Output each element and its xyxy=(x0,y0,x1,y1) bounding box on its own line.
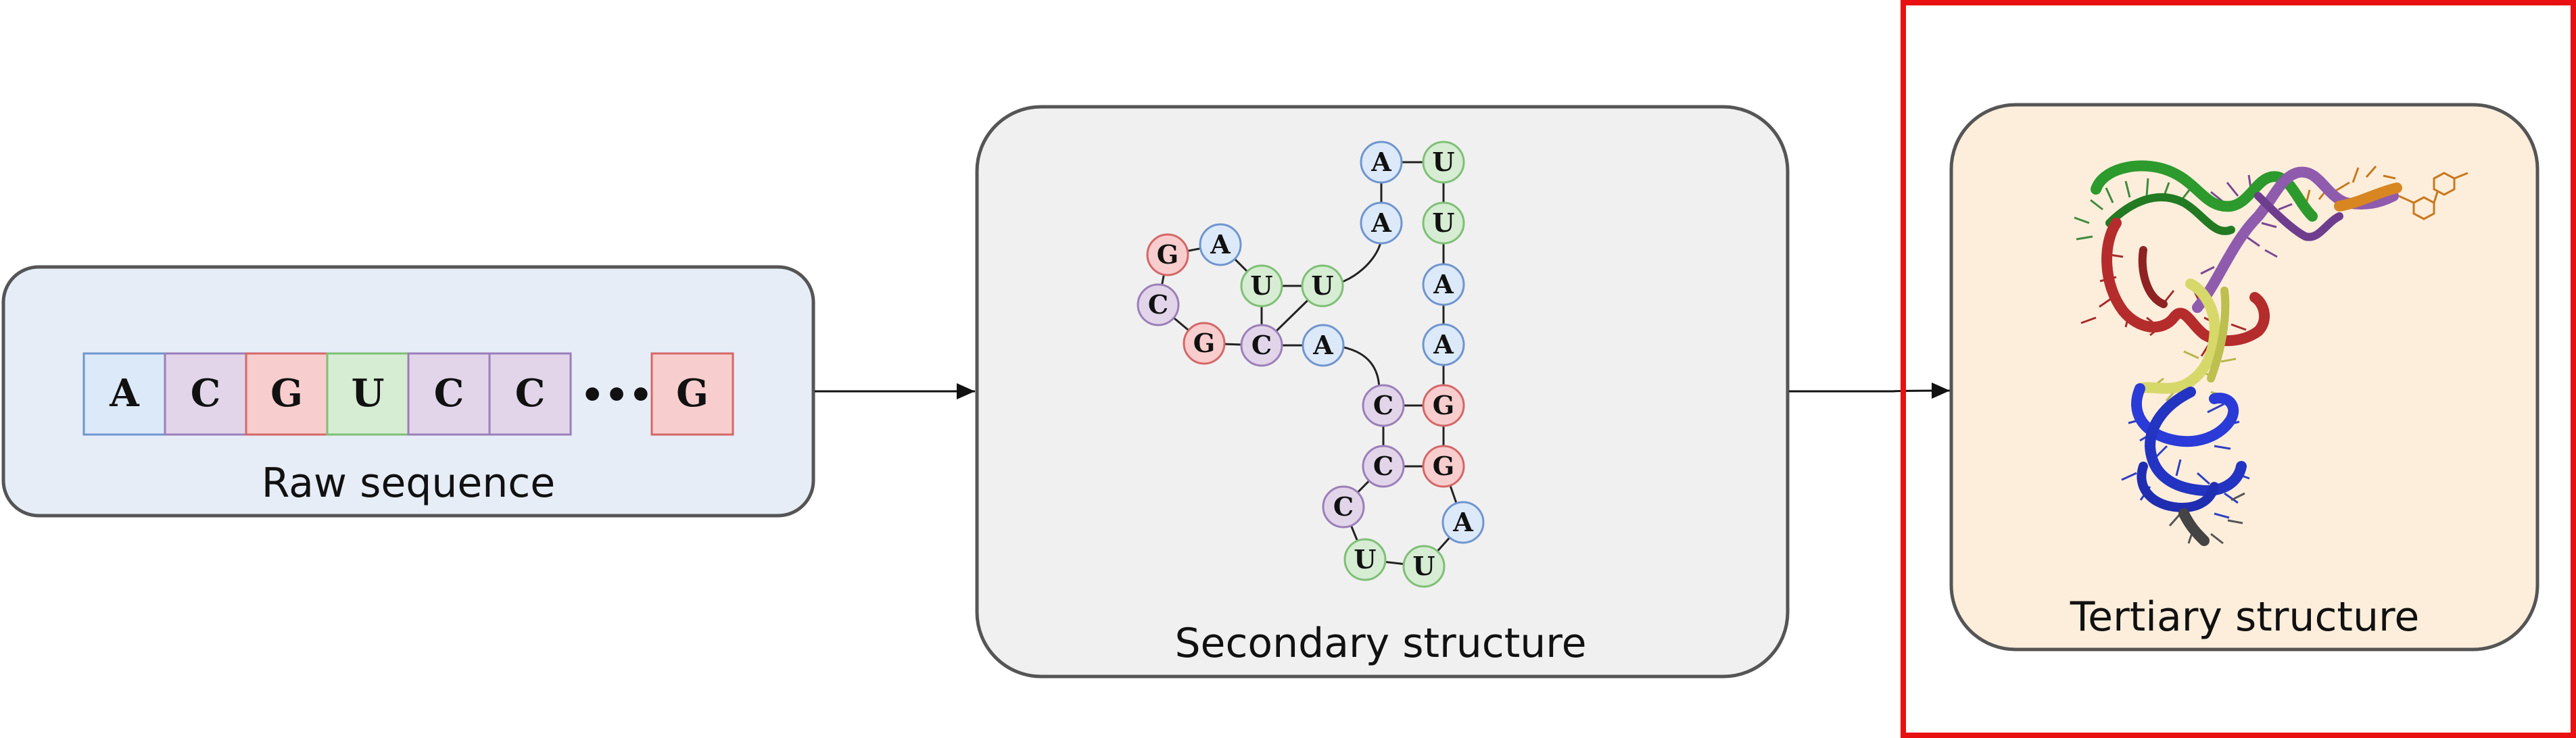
nucleotide-label: U xyxy=(1432,207,1454,238)
raw-base-label: C xyxy=(434,371,464,416)
highlight-frame xyxy=(1901,0,2576,738)
nucleotide-label: C xyxy=(1148,289,1168,320)
nucleotide-node xyxy=(1240,324,1283,367)
raw-base-cell xyxy=(488,352,572,436)
nucleotide-node xyxy=(1402,545,1446,588)
raw-base-label: C xyxy=(191,371,221,416)
raw-sequence-panel: A C G U C C ••• G Raw sequence xyxy=(1,265,815,518)
nucleotide-node xyxy=(1422,445,1465,488)
nucleotide-node xyxy=(1422,263,1465,306)
secondary-panel-label: Secondary structure xyxy=(1174,620,1586,667)
raw-base-cell xyxy=(245,352,329,436)
nucleotide-label: U xyxy=(1311,270,1333,301)
sequence-ellipsis: ••• xyxy=(580,373,652,418)
nucleotide-label: U xyxy=(1432,147,1454,177)
nucleotide-node xyxy=(1422,141,1465,184)
nucleotide-node xyxy=(1301,264,1344,308)
nucleotide-label: C xyxy=(1373,451,1393,481)
nucleotide-label: C xyxy=(1333,491,1354,522)
nucleotide-node xyxy=(1441,501,1485,544)
nucleotide-label: A xyxy=(1452,507,1473,537)
nucleotide-label: U xyxy=(1354,544,1376,574)
nucleotide-node xyxy=(1422,201,1465,245)
tertiary-panel-label: Tertiary structure xyxy=(2070,593,2420,641)
nucleotide-label: G xyxy=(1193,328,1215,358)
raw-panel-label: Raw sequence xyxy=(262,460,555,507)
nucleotide-node xyxy=(1343,538,1387,581)
nucleotide-label: U xyxy=(1412,551,1435,581)
nucleotide-node xyxy=(1360,141,1403,184)
nucleotide-node xyxy=(1183,322,1226,365)
raw-base-cell xyxy=(326,352,410,436)
nucleotide-label: G xyxy=(1157,239,1178,270)
nucleotide-node xyxy=(1422,323,1465,366)
trna-3d-model-image xyxy=(2074,160,2468,546)
raw-sequence-cells: A C G U C C ••• G xyxy=(82,352,734,436)
raw-base-label: G xyxy=(270,371,303,416)
nucleotide-label: A xyxy=(1433,269,1454,299)
nucleotide-label: A xyxy=(1370,147,1391,177)
tertiary-panel-box xyxy=(1949,103,2539,651)
nucleotide-label: C xyxy=(1251,330,1272,360)
raw-base-cell-last xyxy=(650,352,734,436)
nucleotide-label: A xyxy=(1433,329,1454,360)
raw-base-label: C xyxy=(515,371,546,416)
nucleotide-node xyxy=(1240,264,1283,308)
nucleotide-label: U xyxy=(1250,270,1272,301)
nucleotide-node xyxy=(1302,324,1345,367)
raw-base-label: U xyxy=(352,371,385,416)
nucleotide-label: G xyxy=(1433,390,1454,420)
tertiary-structure-panel: Tertiary structure xyxy=(1949,103,2539,651)
nucleotide-label: C xyxy=(1373,390,1393,420)
nucleotide-label: A xyxy=(1210,229,1231,260)
nucleotide-node xyxy=(1362,384,1405,427)
nucleotide-node xyxy=(1362,445,1405,488)
nucleotide-node xyxy=(1146,233,1189,276)
raw-base-cell xyxy=(407,352,491,436)
nucleotide-node xyxy=(1360,201,1403,245)
nucleotide-node xyxy=(1199,223,1242,266)
raw-base-label-last: G xyxy=(676,371,709,416)
raw-base-cell xyxy=(82,352,166,436)
raw-base-label: A xyxy=(109,371,140,416)
nucleotide-label: A xyxy=(1370,207,1391,238)
nucleotide-node xyxy=(1137,283,1180,326)
nucleotide-label: G xyxy=(1433,451,1454,481)
nucleotide-node xyxy=(1322,485,1365,528)
nucleotide-node xyxy=(1422,384,1465,427)
nucleotide-label: A xyxy=(1312,330,1333,360)
